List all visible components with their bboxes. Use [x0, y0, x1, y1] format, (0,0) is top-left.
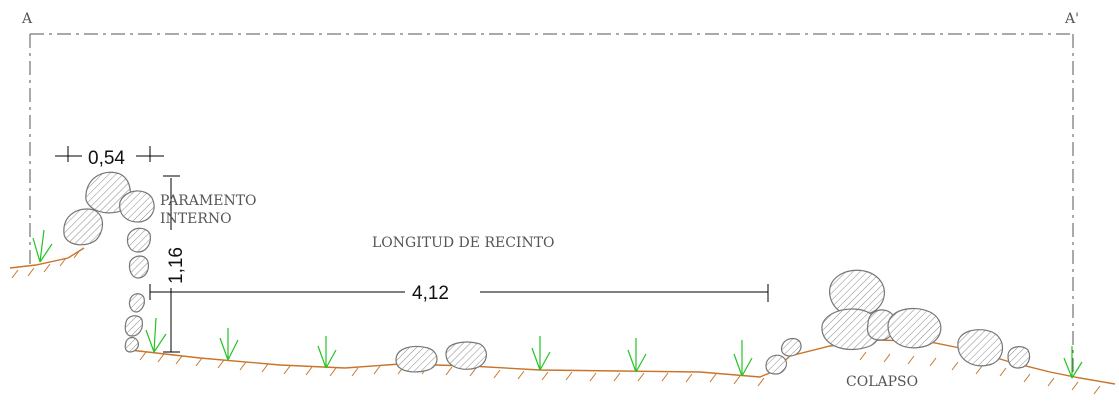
- ground-hatching: [11, 249, 1101, 395]
- wall-stones: [63, 171, 155, 353]
- vegetation: [32, 229, 1083, 379]
- collapse-caption: COLAPSO: [846, 374, 918, 390]
- section-cut-line: [29, 33, 1074, 372]
- wall-thickness-dimension: 0,54: [88, 148, 125, 169]
- wall-face-label-line2: INTERNO: [160, 211, 232, 227]
- section-end-label: A': [1064, 11, 1079, 27]
- enclosure-length-dimension: 4,12: [412, 283, 449, 304]
- collapse-stones: [765, 269, 1031, 375]
- enclosure-length-caption: LONGITUD DE RECINTO: [372, 235, 555, 251]
- dimension-lines: [55, 146, 769, 353]
- ground-profile: [9, 247, 1116, 395]
- floor-stones: [395, 341, 487, 373]
- wall-height-dimension: 1,16: [166, 247, 187, 284]
- wall-face-label-line1: PARAMENTO: [160, 193, 257, 209]
- section-start-label: A: [21, 11, 33, 27]
